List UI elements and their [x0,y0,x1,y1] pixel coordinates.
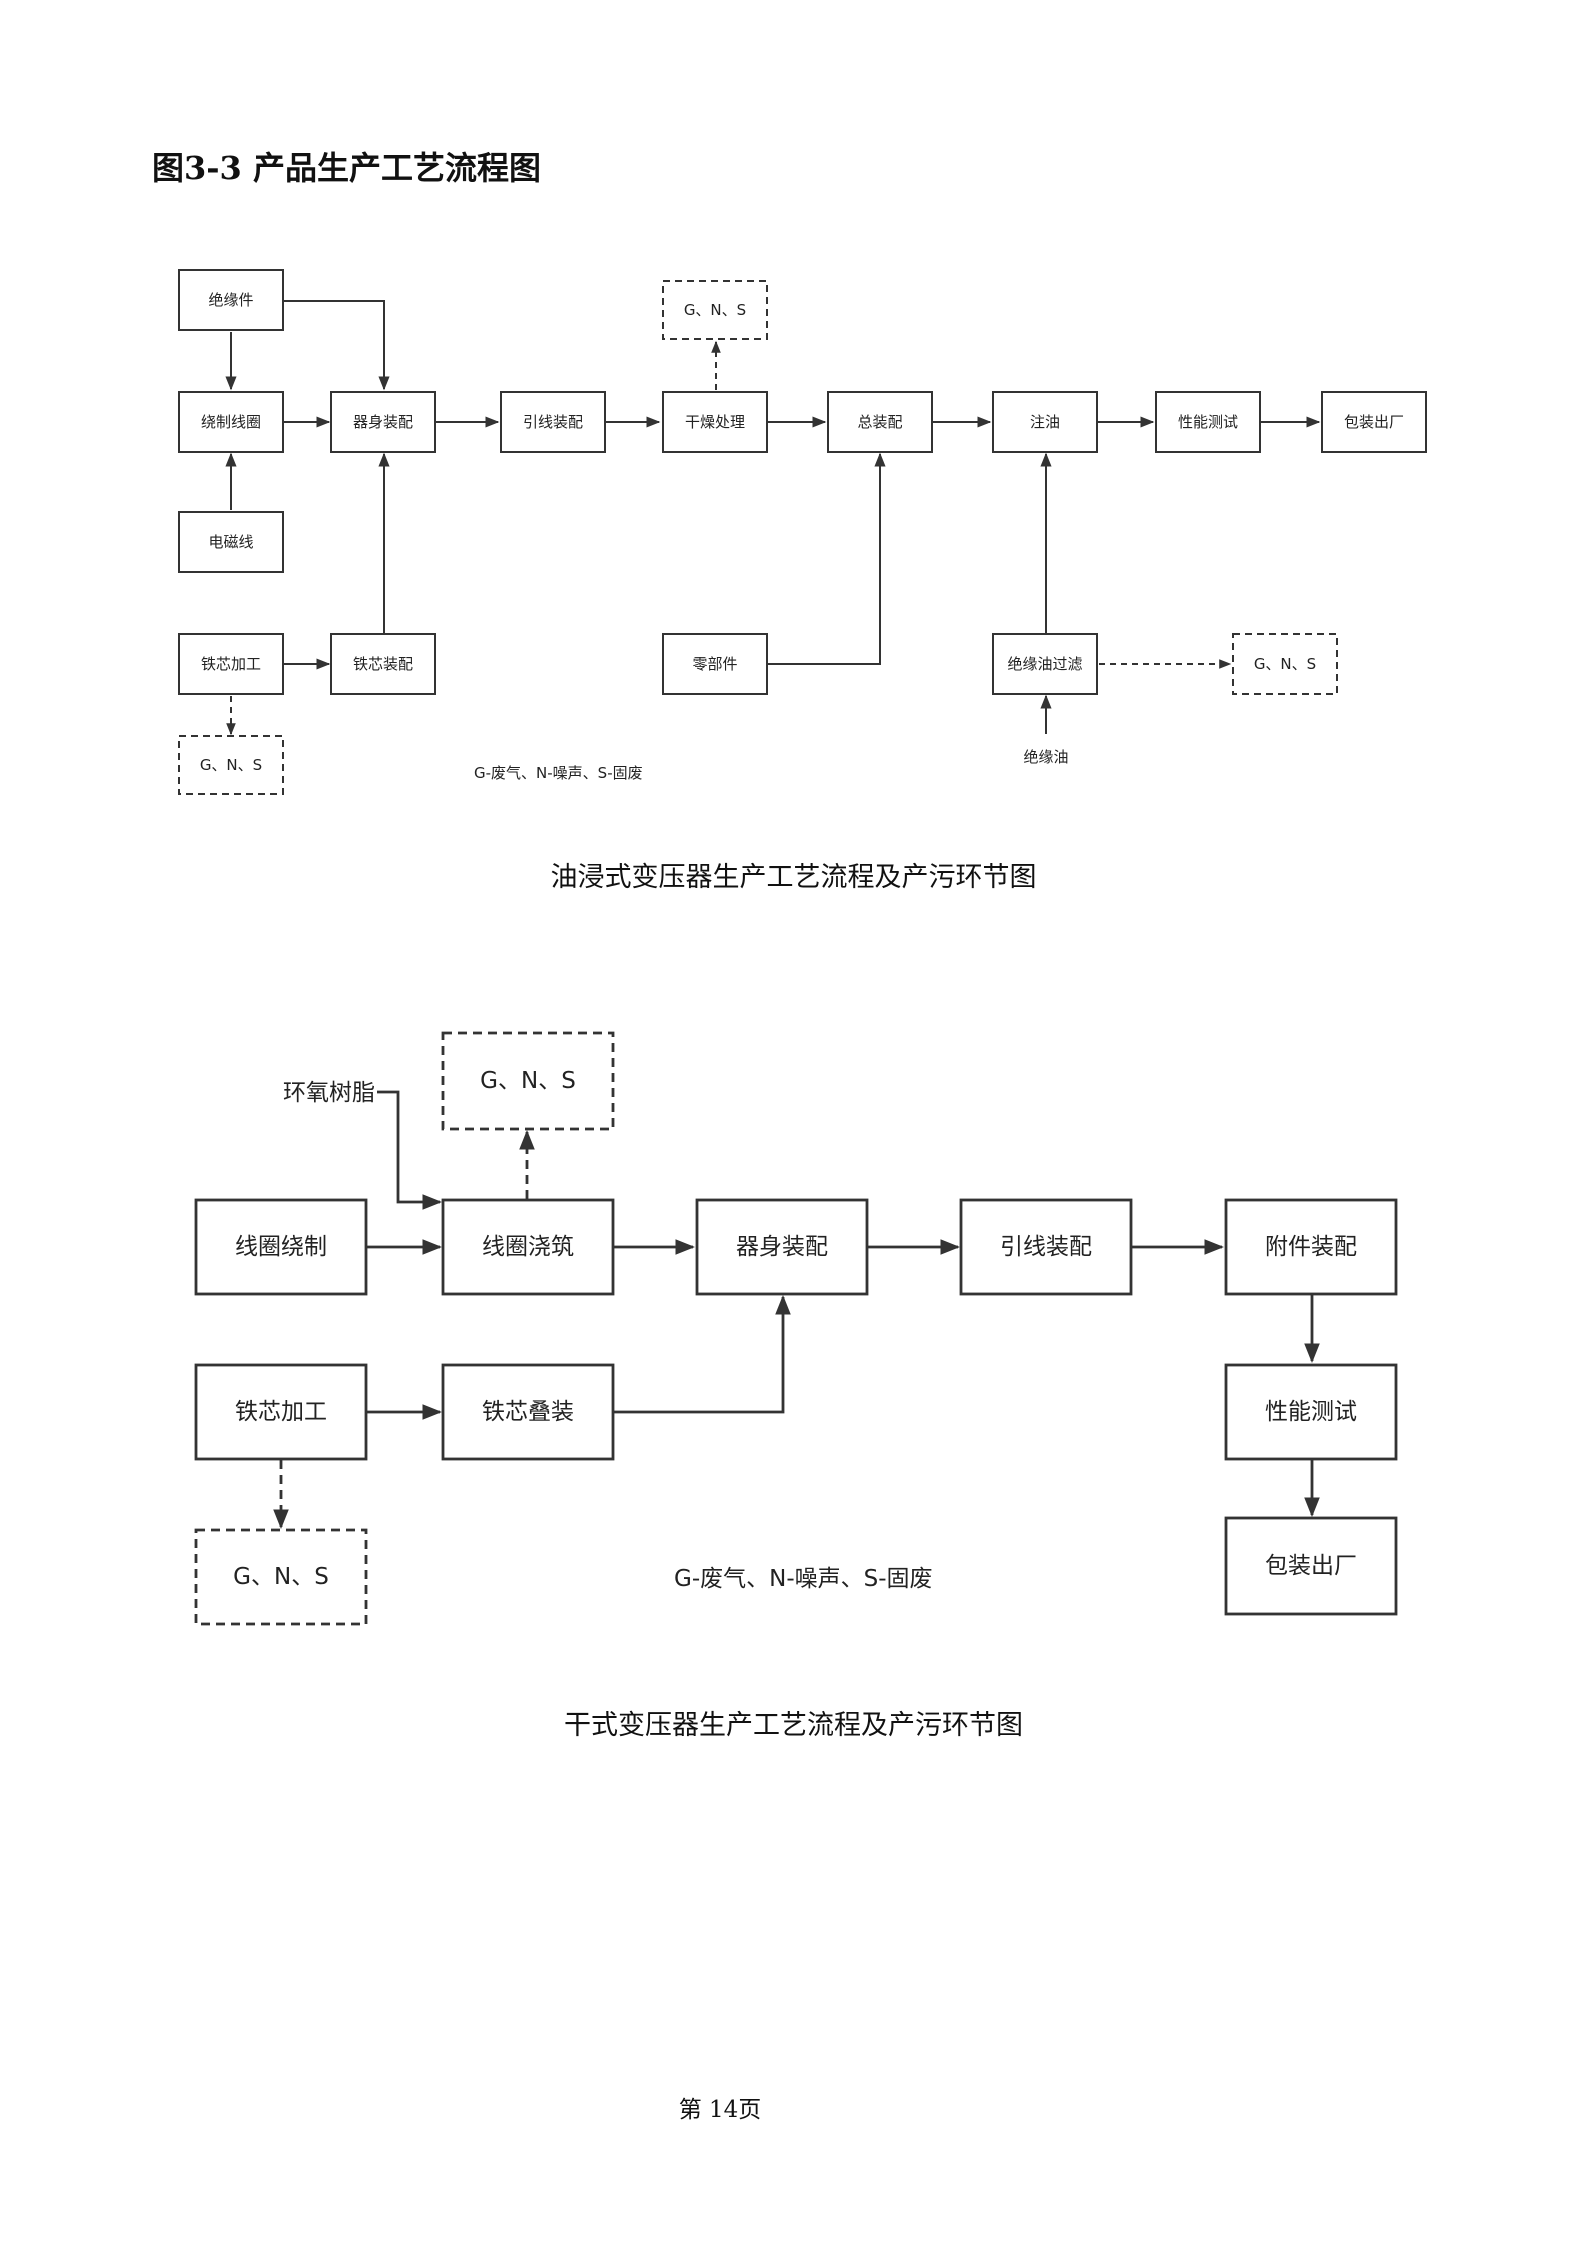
svg-text:线圈浇筑: 线圈浇筑 [482,1234,574,1260]
node-core-assembly: 铁芯装配 [330,633,436,695]
pollution-box-core-processing: G、N、S [178,735,284,795]
node-magnet-wire: 电磁线 [178,511,284,573]
caption-oil-transformer: 油浸式变压器生产工艺流程及产污环节图 [550,862,1037,893]
input-epoxy-resin: 环氧树脂 [283,1080,375,1106]
svg-text:总装配: 总装配 [857,413,902,431]
svg-text:铁芯加工: 铁芯加工 [201,655,261,673]
node-packaging: 包装出厂 [1224,1516,1398,1616]
svg-text:注油: 注油 [1030,413,1060,431]
svg-text:G、N、S: G、N、S [1254,655,1316,673]
svg-text:引线装配: 引线装配 [1000,1234,1092,1260]
svg-text:G、N、S: G、N、S [200,756,262,774]
svg-text:包装出厂: 包装出厂 [1344,413,1404,431]
node-core-processing: 铁芯加工 [178,633,284,695]
page-number: 第 14页 [678,2097,762,2123]
svg-text:引线装配: 引线装配 [523,413,583,431]
node-final-assembly: 总装配 [827,391,933,453]
svg-text:干燥处理: 干燥处理 [685,413,745,431]
svg-text:绝缘件: 绝缘件 [208,291,253,309]
input-insulating-oil: 绝缘油 [1023,748,1068,766]
flow-connectors [273,1090,1320,1529]
pollution-box-core-processing: G、N、S [194,1528,368,1626]
node-performance-test: 性能测试 [1224,1363,1398,1461]
pollution-box-coil-casting: G、N、S [441,1031,615,1131]
node-coil-casting: 线圈浇筑 [441,1198,615,1296]
node-oil-filtering: 绝缘油过滤 [992,633,1098,695]
svg-text:性能测试: 性能测试 [1265,1399,1357,1425]
node-parts: 零部件 [662,633,768,695]
node-body-assembly: 器身装配 [330,391,436,453]
node-lead-assembly: 引线装配 [500,391,606,453]
pollution-box-drying: G、N、S [662,280,768,340]
pollution-box-oil-filtering: G、N、S [1232,633,1338,695]
svg-text:器身装配: 器身装配 [353,413,413,431]
page-heading: 图3-3 产品生产工艺流程图 [152,149,541,187]
svg-text:电磁线: 电磁线 [208,533,253,551]
svg-text:器身装配: 器身装配 [736,1234,828,1260]
node-lead-assembly: 引线装配 [959,1198,1133,1296]
legend-pollutants: G-废气、N-噪声、S-固废 [474,764,643,782]
svg-text:G、N、S: G、N、S [233,1564,329,1590]
node-performance-test: 性能测试 [1155,391,1261,453]
svg-text:G、N、S: G、N、S [480,1068,576,1094]
svg-text:G、N、S: G、N、S [684,301,746,319]
node-body-assembly: 器身装配 [695,1198,869,1296]
legend-pollutants: G-废气、N-噪声、S-固废 [674,1566,933,1592]
svg-text:铁芯叠装: 铁芯叠装 [482,1399,574,1425]
node-oil-filling: 注油 [992,391,1098,453]
node-coil-winding: 线圈绕制 [194,1198,368,1296]
svg-text:铁芯加工: 铁芯加工 [235,1399,327,1425]
node-core-stacking: 铁芯叠装 [441,1363,615,1461]
svg-text:绝缘油过滤: 绝缘油过滤 [1007,655,1082,673]
caption-dry-transformer: 干式变压器生产工艺流程及产污环节图 [564,1710,1023,1741]
node-accessory-assembly: 附件装配 [1224,1198,1398,1296]
svg-text:性能测试: 性能测试 [1178,413,1238,431]
svg-text:附件装配: 附件装配 [1265,1234,1357,1260]
node-core-processing: 铁芯加工 [194,1363,368,1461]
node-insulation-parts: 绝缘件 [178,269,284,331]
svg-text:绕制线圈: 绕制线圈 [201,413,261,431]
node-packaging: 包装出厂 [1321,391,1427,453]
node-drying: 干燥处理 [662,391,768,453]
flow-connectors [225,300,1321,736]
svg-text:零部件: 零部件 [692,655,737,673]
svg-text:包装出厂: 包装出厂 [1265,1553,1357,1579]
oil-transformer-flowchart: 绝缘件 绕制线圈 电磁线 铁芯加工 G、N、S 铁芯装配 器身装配 引线装配 干… [178,269,1427,795]
dry-transformer-flowchart: 线圈绕制 线圈浇筑 G、N、S 器身装配 引线装配 附件装配 铁芯加工 G、N、… [194,1031,1398,1626]
svg-text:铁芯装配: 铁芯装配 [353,655,413,673]
svg-text:线圈绕制: 线圈绕制 [235,1234,327,1260]
node-coil-winding: 绕制线圈 [178,391,284,453]
